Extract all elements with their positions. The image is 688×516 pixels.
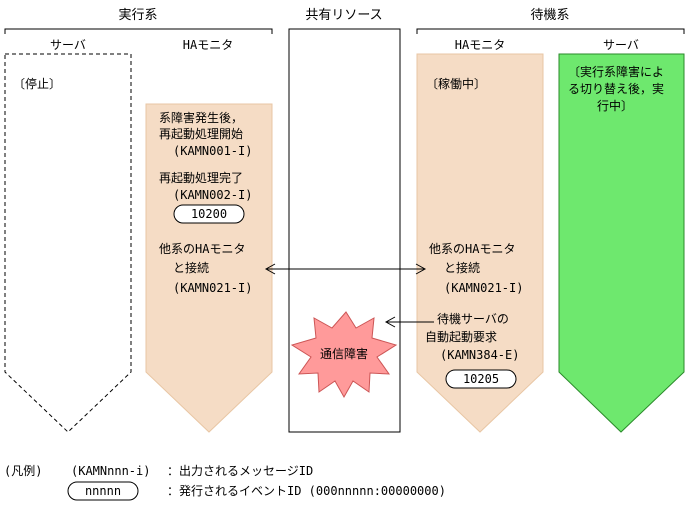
active-ha-msg2: (KAMN002-I) [173, 188, 252, 202]
standby-server-header: サーバ [603, 38, 639, 52]
active-server-header: サーバ [50, 38, 86, 52]
communication-failure-burst [290, 311, 398, 399]
active-server-shape [4, 53, 132, 433]
shared-resource-label: 共有リソース [305, 8, 382, 23]
standby-ha-line4: 自動起動要求 [425, 330, 497, 344]
legend: (凡例) (KAMNnnn-i) ：出力されるメッセージID nnnnn ：発行… [4, 464, 446, 501]
active-ha-line5: と接続 [173, 260, 209, 275]
active-ha-monitor-header: HAモニタ [183, 38, 233, 52]
standby-ha-line2: と接続 [444, 260, 480, 275]
active-ha-line4: 他系のHAモニタ [159, 242, 245, 256]
standby-server-line2: る切り替え後，実 [568, 81, 664, 96]
active-system-header: 実行系 [4, 7, 273, 34]
active-ha-line3: 再起動処理完了 [159, 170, 243, 185]
standby-event-badge [445, 369, 517, 389]
active-server-status: 〔停止〕 [13, 76, 61, 91]
standby-system-header: 待機系 [416, 8, 685, 34]
active-ha-msg3: (KAMN021-I) [173, 281, 252, 295]
standby-ha-monitor-shape [416, 53, 544, 433]
legend-message-desc: ：出力されるメッセージID [167, 464, 313, 478]
standby-ha-msg2: (KAMN384-E) [440, 348, 519, 362]
failure-detection-arrow [384, 316, 434, 328]
ha-connection-arrow [264, 263, 427, 275]
active-event-id: 10200 [191, 207, 227, 221]
active-system-label: 実行系 [118, 7, 157, 23]
standby-server-line3: 行中〕 [597, 98, 633, 113]
communication-failure-label: 通信障害 [320, 346, 368, 361]
active-ha-monitor-shape [145, 103, 273, 433]
legend-event-badge [67, 481, 139, 501]
active-ha-line1: 系障害発生後， [159, 110, 243, 125]
standby-ha-line1: 他系のHAモニタ [429, 242, 515, 256]
legend-event-desc: ：発行されるイベントID (000nnnnn:00000000) [167, 484, 446, 498]
standby-ha-monitor-header: HAモニタ [455, 38, 505, 52]
legend-title: (凡例) [4, 464, 42, 478]
active-ha-msg1: (KAMN001-I) [173, 144, 252, 158]
standby-ha-msg1: (KAMN021-I) [444, 281, 523, 295]
active-event-badge [173, 204, 245, 224]
legend-event-sample: nnnnn [85, 484, 121, 498]
standby-event-id: 10205 [463, 372, 499, 386]
standby-ha-line3: 待機サーバの [437, 311, 509, 326]
standby-server-line1: 〔実行系障害によ [568, 64, 664, 79]
active-ha-line2: 再起動処理開始 [159, 127, 243, 141]
standby-ha-status: 〔稼働中〕 [426, 76, 486, 91]
standby-system-label: 待機系 [530, 8, 569, 23]
legend-message-sample: (KAMNnnn-i) [71, 464, 150, 478]
standby-server-shape [558, 53, 685, 433]
